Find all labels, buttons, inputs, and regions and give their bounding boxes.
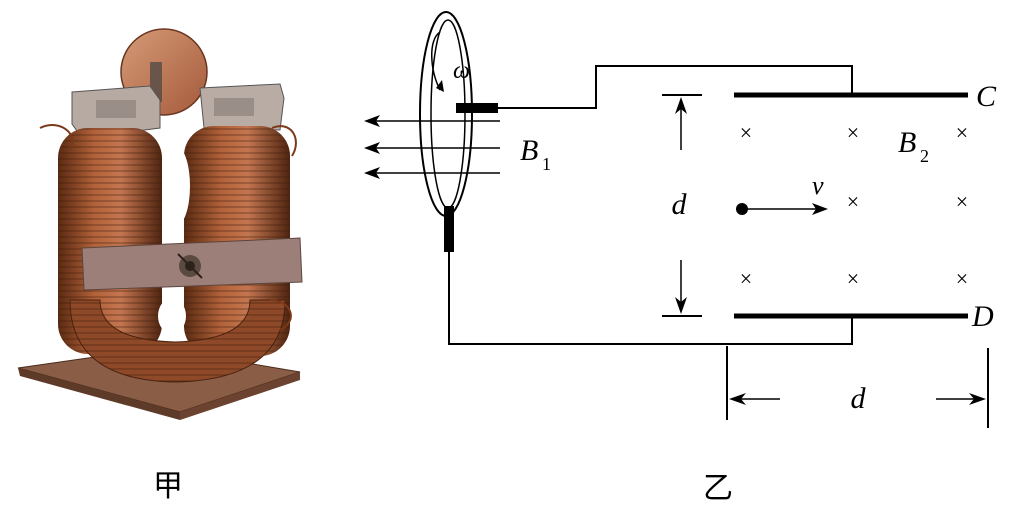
omega-label: ω [453,58,470,84]
caption-left: 甲 [153,469,183,504]
velocity-label: v [812,171,824,200]
cross: × [847,266,859,291]
field2-subscript: 2 [920,146,929,166]
bottom-brush [444,206,454,252]
cross: × [956,189,968,214]
cross: × [740,266,752,291]
cross: × [740,120,752,145]
top-brush [456,103,498,113]
cross: × [956,120,968,145]
circuit-diagram [364,11,989,428]
gap-label: d [672,188,688,221]
plate-d-label: D [971,300,994,333]
field1-label: B [520,134,538,167]
cross: × [847,120,859,145]
cross: × [956,266,968,291]
bottom-wire [448,252,853,345]
rotation-arrowhead [436,80,444,92]
clamp-screw [177,253,203,279]
length-label: d [851,382,867,415]
top-wire [498,65,853,109]
electromagnet-photo: 甲 [17,28,303,504]
generator-disc-outer [419,11,473,217]
generator-disc-inner [430,19,466,209]
plate-c-label: C [976,80,997,113]
field2-label: B [898,126,916,159]
caption-right: 乙 [703,471,733,506]
field1-subscript: 1 [542,154,551,174]
field2-crosses: × × × × × × × × [740,120,968,291]
cross: × [847,189,859,214]
rotation-arrow [431,31,441,91]
